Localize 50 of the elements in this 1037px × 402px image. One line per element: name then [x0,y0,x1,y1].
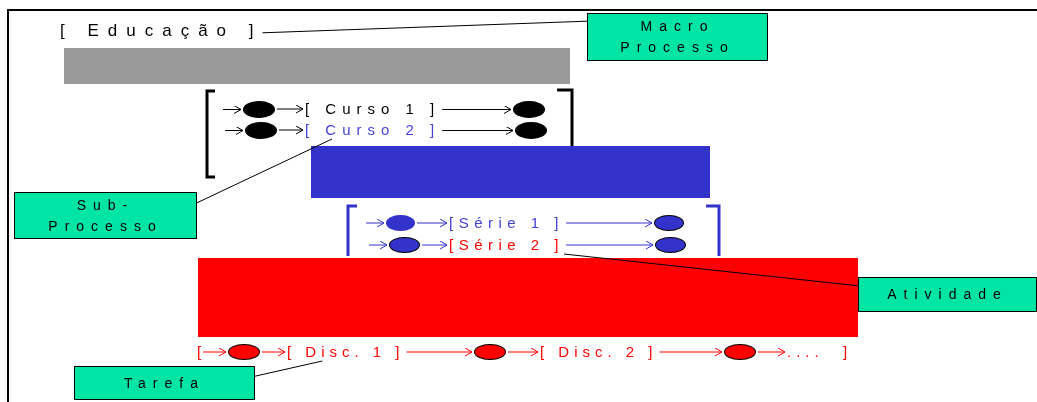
ellipse [513,101,545,118]
ellipse [655,237,686,253]
arrow [261,347,286,357]
callout-box: Tarefa [74,366,255,400]
step-label: [ Disc. 2 ] [540,343,658,361]
leader-line [196,138,333,204]
arrow [224,126,244,135]
arrow [421,240,448,250]
step-label: [ [197,343,202,361]
horizontal-bar [198,258,858,337]
horizontal-bar [311,146,710,198]
leader-line [262,20,588,34]
arrow [278,125,304,135]
ellipse [386,215,415,231]
arrow [416,218,448,228]
step-label: [ Curso 2 ] [305,121,441,139]
ellipse [228,344,260,360]
ellipse [654,215,684,231]
step-label: [Série 2 ] [449,236,565,254]
arrow [406,347,473,357]
step-label: .... [787,343,824,361]
arrow [565,240,654,250]
callout-box: Macro Processo [587,13,768,61]
ellipse [724,344,756,360]
callout-box: Atividade [858,277,1037,312]
arrow [202,347,227,357]
arrow [368,240,388,250]
arrow [276,104,304,114]
arrow [507,347,539,357]
arrow [441,126,514,135]
arrow [441,105,512,114]
step-label: [Série 1 ] [449,214,565,232]
ellipse [243,101,275,118]
step-label: [ Educação ] [60,22,263,40]
ellipse [515,122,547,139]
arrow [565,218,653,228]
ellipse [245,122,277,139]
step-label: [ Curso 1 ] [305,100,441,118]
leader-line [254,360,323,377]
arrow [757,347,786,357]
arrow [659,347,723,357]
step-label: [ Disc. 1 ] [287,343,405,361]
horizontal-bar [64,48,570,84]
ellipse [389,237,420,253]
leader-line [563,253,859,287]
arrow [365,218,385,228]
arrow [222,105,242,114]
ellipse [474,344,506,360]
bracket-label: ] [843,343,848,361]
callout-box: Sub- Processo [14,192,197,239]
